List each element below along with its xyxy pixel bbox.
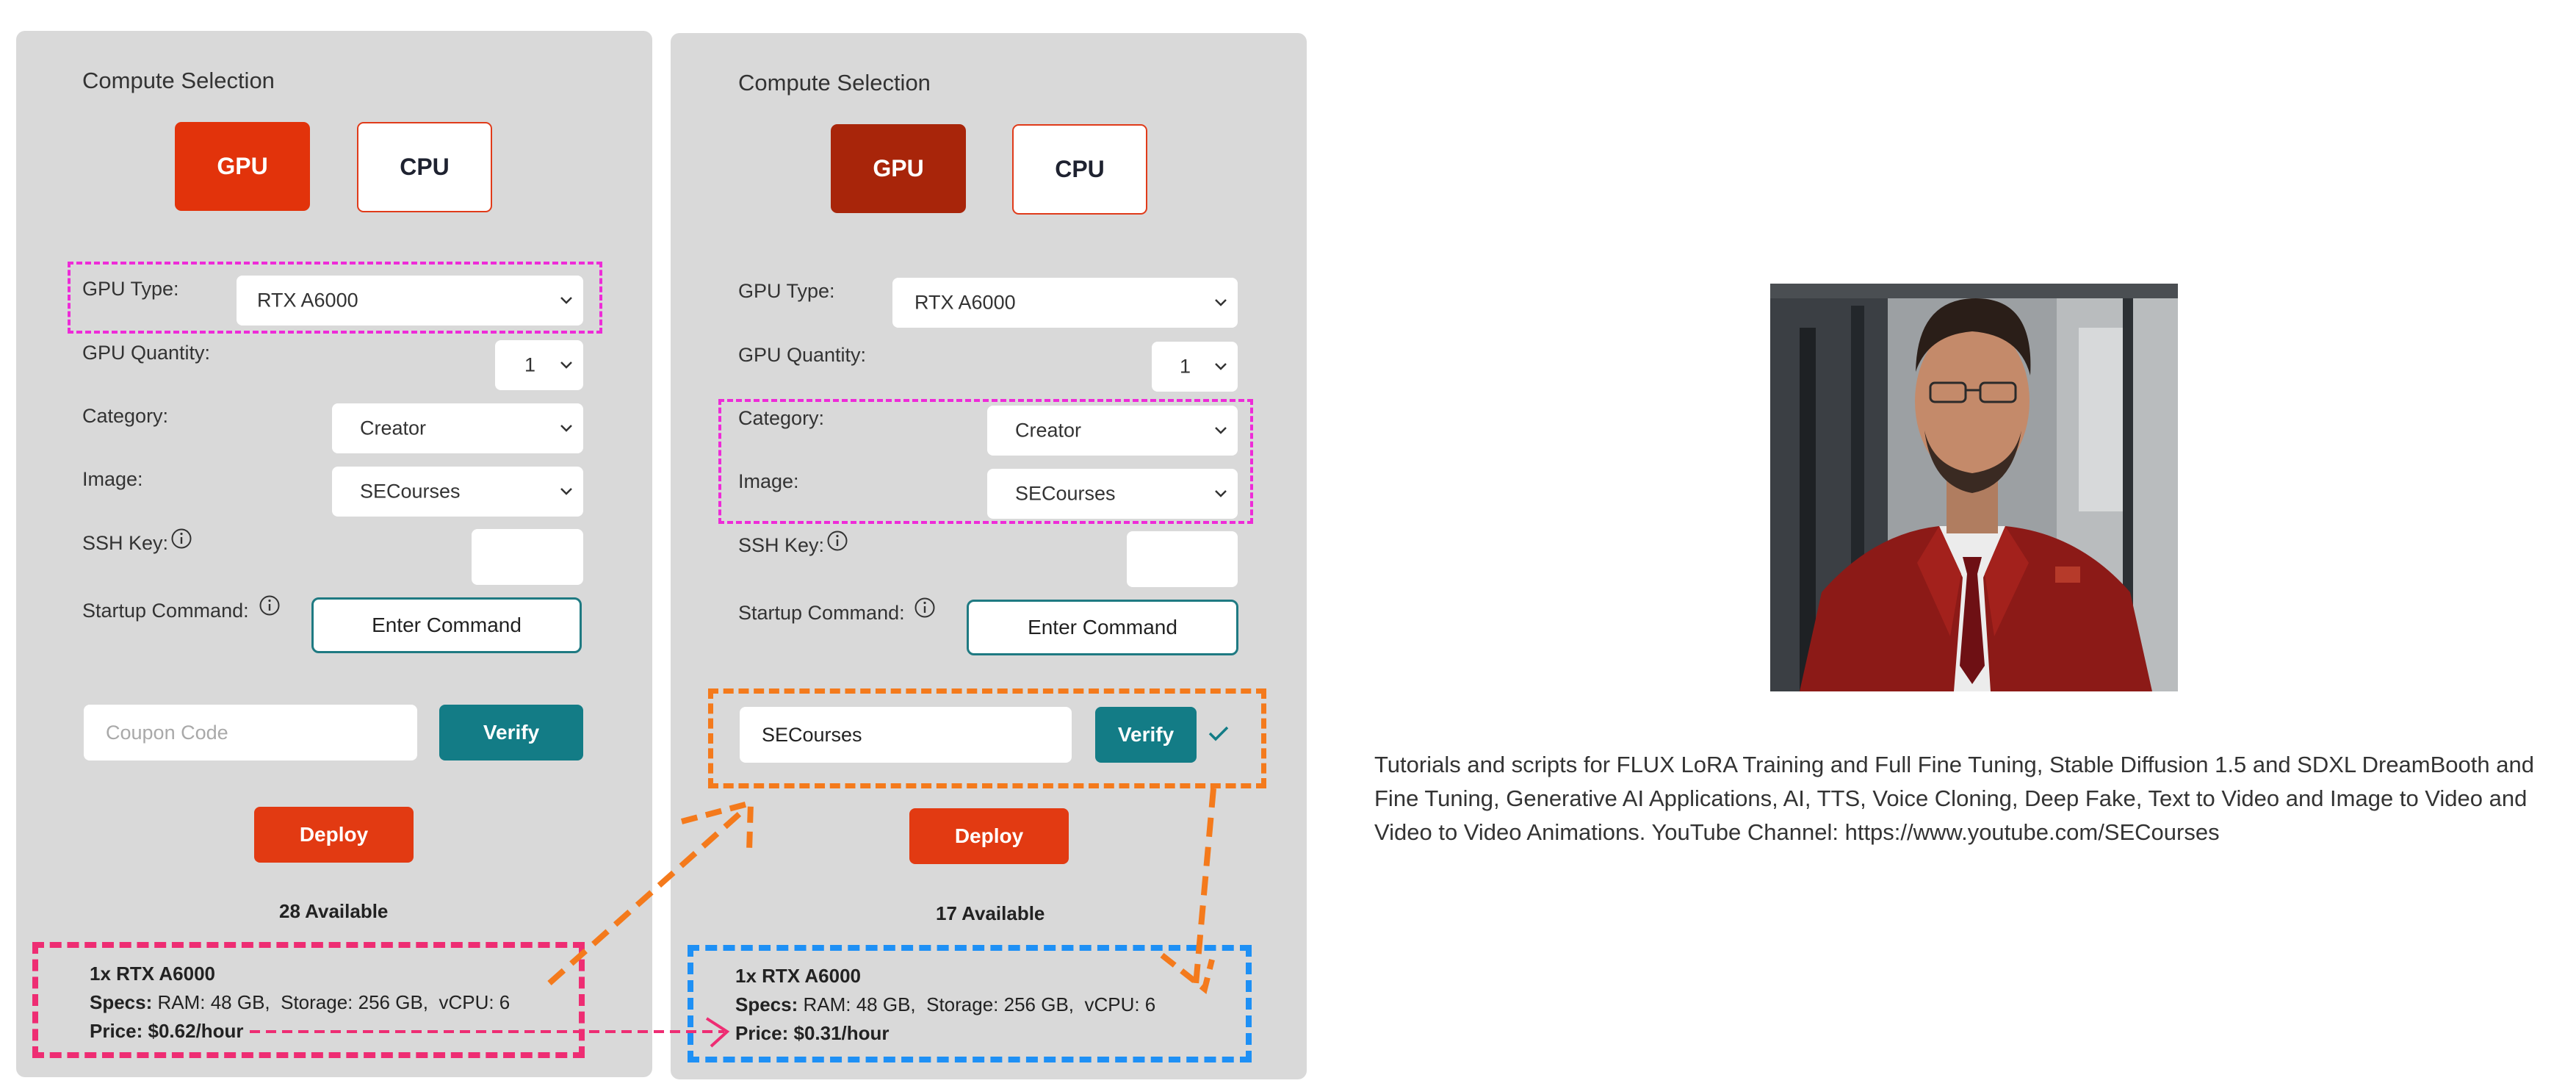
right-summary-highlight: [688, 945, 1252, 1062]
info-icon[interactable]: [259, 594, 281, 616]
summary-gpu-title: 1x RTX A6000: [90, 963, 216, 985]
info-icon[interactable]: [914, 597, 936, 619]
specs-label: Specs:: [735, 993, 798, 1015]
compute-selection-title: Compute Selection: [738, 70, 931, 96]
image-value: SECourses: [1015, 482, 1116, 505]
summary-gpu-title: 1x RTX A6000: [735, 965, 862, 987]
gpu-type-value: RTX A6000: [914, 291, 1016, 314]
gpu-quantity-value: 1: [1180, 355, 1191, 378]
category-value: Creator: [360, 417, 427, 439]
summary-price: Price: $0.62/hour: [90, 1020, 244, 1042]
summary-specs: Specs: RAM: 48 GB, Storage: 256 GB, vCPU…: [90, 991, 510, 1014]
category-value: Creator: [1015, 419, 1082, 442]
image-label: Image:: [738, 470, 799, 492]
chevron-down-icon: [560, 488, 572, 495]
category-label: Category:: [738, 407, 825, 429]
specs-value: RAM: 48 GB, Storage: 256 GB, vCPU: 6: [803, 993, 1156, 1015]
gpu-button[interactable]: GPU: [831, 124, 966, 213]
compute-selection-title: Compute Selection: [82, 68, 275, 93]
coupon-highlight: [708, 688, 1266, 788]
profile-photo: [1770, 284, 2178, 691]
gpu-quantity-value: 1: [524, 353, 536, 376]
coupon-code-input[interactable]: SECourses: [740, 707, 1072, 763]
startup-command-label: Startup Command:: [738, 602, 905, 624]
verify-button[interactable]: Verify: [439, 705, 583, 760]
cpu-button[interactable]: CPU: [357, 122, 492, 212]
verify-button[interactable]: Verify: [1095, 707, 1197, 763]
gpu-type-label: GPU Type:: [82, 278, 179, 300]
info-icon[interactable]: [170, 528, 192, 550]
enter-command-button[interactable]: Enter Command: [311, 597, 582, 653]
chevron-down-icon: [560, 297, 572, 304]
checkmark-icon: [1208, 726, 1229, 741]
cpu-button[interactable]: CPU: [1012, 124, 1147, 215]
ssh-key-label: SSH Key:: [82, 532, 169, 554]
image-select[interactable]: SECourses: [332, 467, 583, 517]
info-icon[interactable]: [826, 530, 848, 552]
ssh-key-label: SSH Key:: [738, 534, 825, 556]
category-label: Category:: [82, 405, 169, 427]
summary-price: Price: $0.31/hour: [735, 1022, 890, 1044]
left-summary-highlight: [32, 942, 585, 1058]
chevron-down-icon: [560, 425, 572, 432]
gpu-quantity-label: GPU Quantity:: [738, 344, 867, 366]
gpu-button[interactable]: GPU: [175, 122, 310, 211]
coupon-code-input[interactable]: Coupon Code: [84, 705, 417, 760]
gpu-type-value: RTX A6000: [257, 289, 358, 312]
channel-description: Tutorials and scripts for FLUX LoRA Trai…: [1374, 752, 2534, 845]
gpu-type-label: GPU Type:: [738, 280, 835, 302]
category-select[interactable]: Creator: [332, 403, 583, 453]
deploy-button[interactable]: Deploy: [254, 807, 414, 863]
enter-command-button[interactable]: Enter Command: [967, 600, 1238, 655]
category-image-highlight: [718, 399, 1253, 524]
image-label: Image:: [82, 468, 143, 490]
summary-specs: Specs: RAM: 48 GB, Storage: 256 GB, vCPU…: [735, 993, 1155, 1016]
gpu-quantity-select[interactable]: 1: [495, 340, 583, 390]
ssh-key-input[interactable]: [1127, 531, 1238, 587]
image-value: SECourses: [360, 480, 461, 503]
deploy-button[interactable]: Deploy: [909, 808, 1069, 864]
ssh-key-input[interactable]: [472, 529, 583, 585]
available-count: 28 Available: [279, 900, 389, 922]
chevron-down-icon: [1215, 490, 1227, 497]
gpu-type-select[interactable]: RTX A6000: [237, 276, 583, 326]
specs-label: Specs:: [90, 991, 153, 1013]
chevron-down-icon: [1215, 363, 1227, 370]
startup-command-label: Startup Command:: [82, 600, 249, 622]
category-select[interactable]: Creator: [987, 406, 1238, 456]
gpu-type-highlight: [68, 262, 602, 334]
gpu-quantity-select[interactable]: 1: [1152, 342, 1238, 392]
chevron-down-icon: [1215, 299, 1227, 306]
gpu-type-select[interactable]: RTX A6000: [892, 278, 1238, 328]
gpu-quantity-label: GPU Quantity:: [82, 342, 211, 364]
chevron-down-icon: [1215, 427, 1227, 434]
chevron-down-icon: [560, 362, 572, 369]
specs-value: RAM: 48 GB, Storage: 256 GB, vCPU: 6: [157, 991, 510, 1013]
available-count: 17 Available: [936, 902, 1045, 924]
image-select[interactable]: SECourses: [987, 469, 1238, 519]
